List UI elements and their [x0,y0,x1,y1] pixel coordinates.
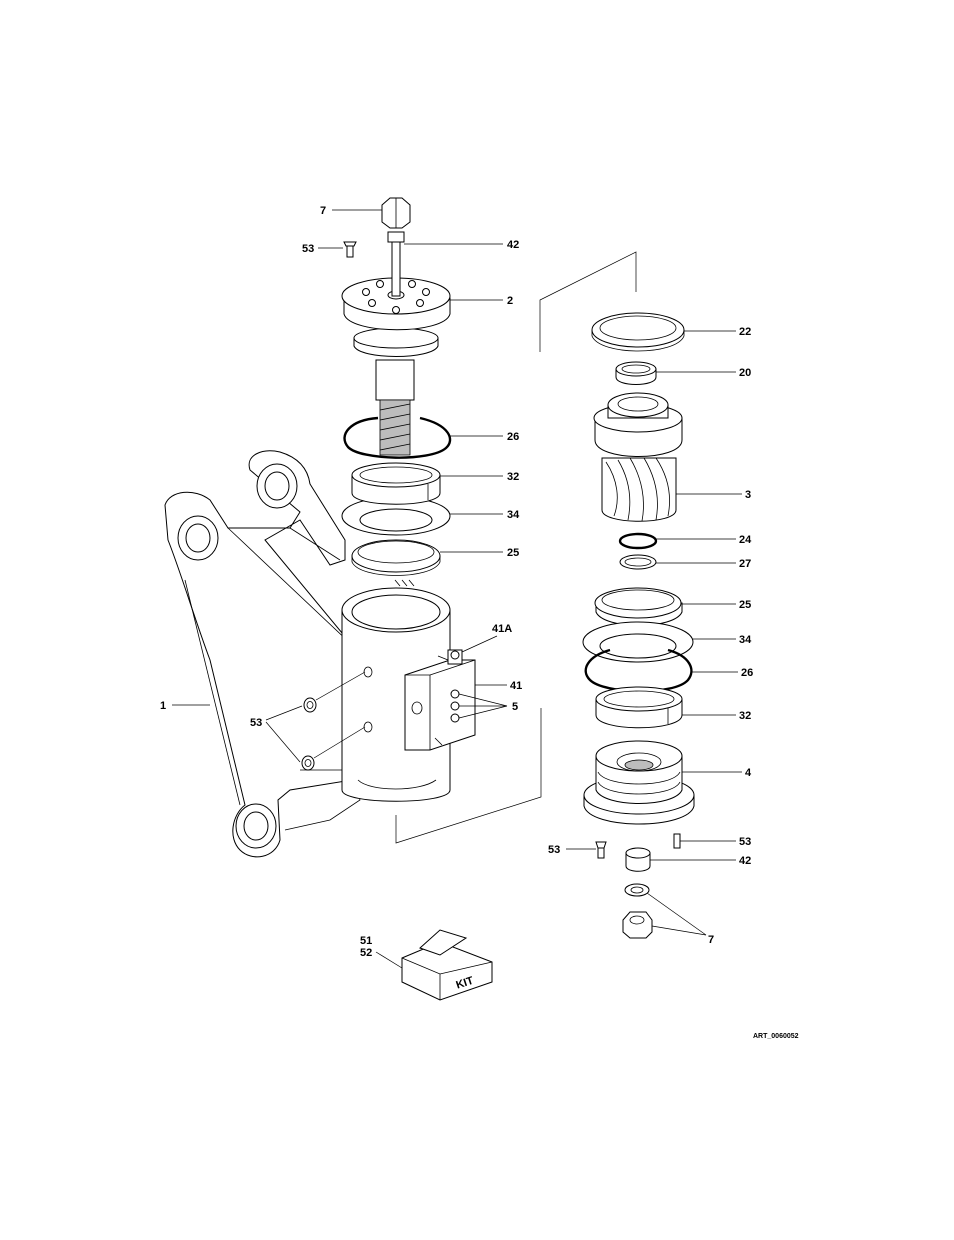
art-id-label: ART_0060052 [753,1033,799,1040]
callout-51: 51 [360,935,372,947]
section-break-lines [395,251,637,844]
leader-lines [172,209,742,969]
callout-41A: 41A [492,623,512,635]
callout-2: 2 [507,295,513,307]
callout-20: 20 [739,367,751,379]
part-34-left-washer [341,496,451,536]
callout-4: 4 [745,767,752,779]
callout-labels: 7 53 42 2 26 32 34 25 41A 41 1 53 5 51 5… [160,205,753,959]
part-32-left-sleeve [351,462,441,505]
callout-1: 1 [160,700,166,712]
part-22-seal-ring [591,312,685,352]
part-42-spacer-right [625,847,651,872]
callout-34-right: 34 [739,634,752,646]
callout-53-right: 53 [739,836,751,848]
callout-26-left: 26 [507,431,519,443]
part-32-right-sleeve [595,686,683,729]
right-assembly [582,312,695,939]
callout-32-right: 32 [739,710,751,722]
callout-27: 27 [739,558,751,570]
callout-52: 52 [360,947,372,959]
part-53-screw-top [343,241,357,258]
part-1-boom-bracket [164,450,361,858]
callout-7-right: 7 [708,934,714,946]
part-42-spacer-top [387,231,405,297]
callout-32-left: 32 [507,471,519,483]
part-20-bushing [615,361,657,385]
part-24-oring [618,532,658,550]
left-assembly: KIT [164,197,493,1001]
callout-7-top: 7 [320,205,326,217]
part-3-helical-gear [593,392,683,522]
part-26-left-oring [343,416,452,459]
callout-25-right: 25 [739,599,751,611]
callout-41: 41 [510,680,522,692]
callout-5: 5 [512,701,518,713]
callout-34-left: 34 [507,509,520,521]
callout-24: 24 [739,534,752,546]
callout-53-top: 53 [302,243,314,255]
part-53-screws-left [301,671,366,771]
part-34-right-washer [582,621,694,663]
part-25-left-ring [351,539,441,576]
callout-53-bottom-left: 53 [548,844,560,856]
part-25-right-ring [594,587,683,626]
callout-22: 22 [739,326,751,338]
callout-3: 3 [745,489,751,501]
part-51-52-kit-box: KIT [401,929,493,1001]
part-27-washer [619,554,657,570]
main-tube-housing [341,579,451,802]
callout-42-top: 42 [507,239,519,251]
callout-42-right: 42 [739,855,751,867]
callout-26-right: 26 [741,667,753,679]
kit-box-label: KIT [455,975,476,992]
part-2-flange-shaft [341,277,451,456]
part-7-bolt-top [381,197,411,229]
callout-53-mid: 53 [250,717,262,729]
part-4-bearing-housing [583,740,695,825]
callout-25-left: 25 [507,547,519,559]
part-53-pins-right [595,833,681,859]
part-41-valve-block [404,649,476,751]
part-7-nut-washer-right [622,883,653,939]
